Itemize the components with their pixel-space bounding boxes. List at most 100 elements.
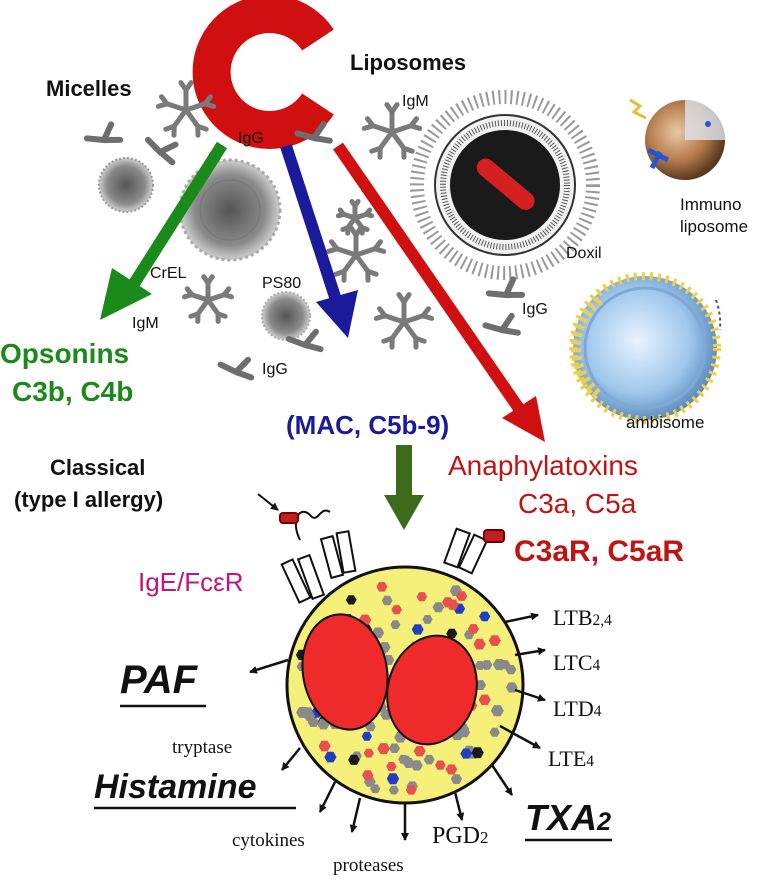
granule bbox=[348, 754, 360, 765]
micelles-label: Micelles bbox=[46, 76, 132, 101]
igg-antibody-icon bbox=[285, 328, 324, 353]
lte-label: LTE4 bbox=[548, 746, 594, 771]
granule bbox=[363, 748, 374, 758]
complement-c-letter bbox=[192, 0, 334, 149]
ltd-label: LTD4 bbox=[553, 696, 602, 721]
igm-pentamer-icon bbox=[182, 274, 234, 324]
ps80-label: PS80 bbox=[262, 275, 302, 292]
mac-label: (MAC, C5b-9) bbox=[286, 410, 450, 440]
granule bbox=[345, 595, 357, 605]
granule bbox=[361, 731, 372, 741]
granule bbox=[405, 785, 417, 795]
igg-antibody-icon bbox=[482, 312, 521, 336]
igm-pentamer-icon bbox=[361, 102, 423, 160]
granule bbox=[411, 624, 424, 635]
igg-bottom-label: IgG bbox=[262, 361, 288, 378]
granule bbox=[473, 638, 486, 650]
opsonins-arrow bbox=[100, 141, 228, 320]
granule bbox=[422, 615, 433, 624]
c3ar-c5ar-label: C3aR, C5aR bbox=[514, 535, 685, 568]
opsonins-title: Opsonins bbox=[0, 338, 130, 369]
paf-label: PAF bbox=[120, 658, 198, 702]
granule bbox=[376, 582, 388, 592]
granule bbox=[478, 694, 491, 706]
classical-label-line2: (type I allergy) bbox=[14, 487, 164, 512]
granule bbox=[413, 745, 426, 757]
doxil-label: Doxil bbox=[566, 245, 602, 262]
c3ar-c5ar-receptor bbox=[442, 527, 505, 575]
granule bbox=[505, 682, 518, 693]
pgd2-label: PGD2 bbox=[432, 823, 489, 849]
granule bbox=[446, 628, 458, 639]
granule bbox=[400, 755, 412, 765]
igm-top-label: IgM bbox=[402, 93, 429, 110]
granule bbox=[471, 747, 484, 759]
igg-antibody-icon bbox=[83, 121, 124, 144]
anaphylatoxins-arrow bbox=[333, 142, 545, 442]
proteases-label: proteases bbox=[333, 855, 404, 876]
classical-label-line1: Classical bbox=[50, 455, 146, 480]
ambisome-label: ambisome bbox=[626, 413, 705, 432]
granule bbox=[460, 748, 473, 759]
granule bbox=[377, 743, 390, 755]
granule bbox=[505, 665, 517, 675]
mac-arrow bbox=[280, 144, 358, 338]
mast-cell-arrow bbox=[384, 445, 424, 530]
igm-pentamers bbox=[155, 80, 435, 350]
igm-left-label: IgM bbox=[132, 315, 159, 332]
igm-pentamer-icon bbox=[335, 199, 375, 236]
granule bbox=[488, 635, 501, 646]
igg-antibodies bbox=[83, 120, 526, 381]
granule bbox=[324, 751, 337, 763]
micelle-ps80 bbox=[261, 291, 311, 341]
txa2-label: TXA2 bbox=[525, 797, 612, 838]
granule bbox=[445, 764, 458, 775]
granule bbox=[490, 705, 504, 717]
anaphylatoxins-items: C3a, C5a bbox=[518, 488, 637, 519]
liposomes-label: Liposomes bbox=[350, 50, 467, 75]
ltb-label: LTB2,4 bbox=[553, 605, 612, 630]
granule bbox=[481, 660, 493, 670]
granule bbox=[389, 743, 400, 753]
mediator-release-arrows bbox=[249, 612, 546, 841]
igg-antibody-icon bbox=[294, 120, 333, 144]
granule bbox=[388, 785, 399, 795]
granule bbox=[479, 611, 491, 622]
granule bbox=[391, 605, 402, 615]
granule bbox=[318, 740, 331, 752]
granule bbox=[467, 624, 479, 634]
ambisome-liposome bbox=[569, 272, 722, 424]
igg-top-label: IgG bbox=[238, 130, 264, 147]
micelle-small bbox=[98, 157, 154, 213]
ige-fc-receptor-label: IgE/FcεR bbox=[138, 567, 244, 597]
ige-fc-receptors bbox=[257, 493, 357, 604]
igg-antibody-icon bbox=[217, 356, 255, 381]
granule bbox=[370, 784, 381, 794]
igg-right-label: IgG bbox=[522, 301, 548, 318]
granule bbox=[456, 591, 468, 601]
mast-cell bbox=[285, 565, 525, 805]
igm-pentamer-icon bbox=[373, 292, 435, 350]
granule bbox=[390, 620, 401, 629]
opsonins-items: C3b, C4b bbox=[12, 376, 134, 407]
granule bbox=[386, 762, 397, 771]
igm-pentamer-icon bbox=[155, 80, 217, 138]
tryptase-label: tryptase bbox=[172, 737, 233, 758]
granule bbox=[416, 592, 428, 602]
histamine-label: Histamine bbox=[94, 768, 257, 806]
granule bbox=[435, 760, 446, 770]
granule bbox=[386, 773, 400, 785]
immunoliposome-label-line2: liposome bbox=[680, 217, 749, 236]
crel-label: CrEL bbox=[150, 265, 187, 282]
doxil-liposome bbox=[410, 90, 600, 280]
igg-antibody-icon bbox=[485, 276, 526, 299]
micelle-crel bbox=[178, 158, 282, 262]
igm-pentamer-icon bbox=[325, 225, 387, 283]
granule bbox=[410, 760, 423, 771]
cytokines-label: cytokines bbox=[232, 830, 305, 851]
granule bbox=[450, 774, 463, 784]
granule bbox=[446, 599, 459, 610]
immunoliposome-label-line1: Immuno bbox=[680, 195, 742, 214]
